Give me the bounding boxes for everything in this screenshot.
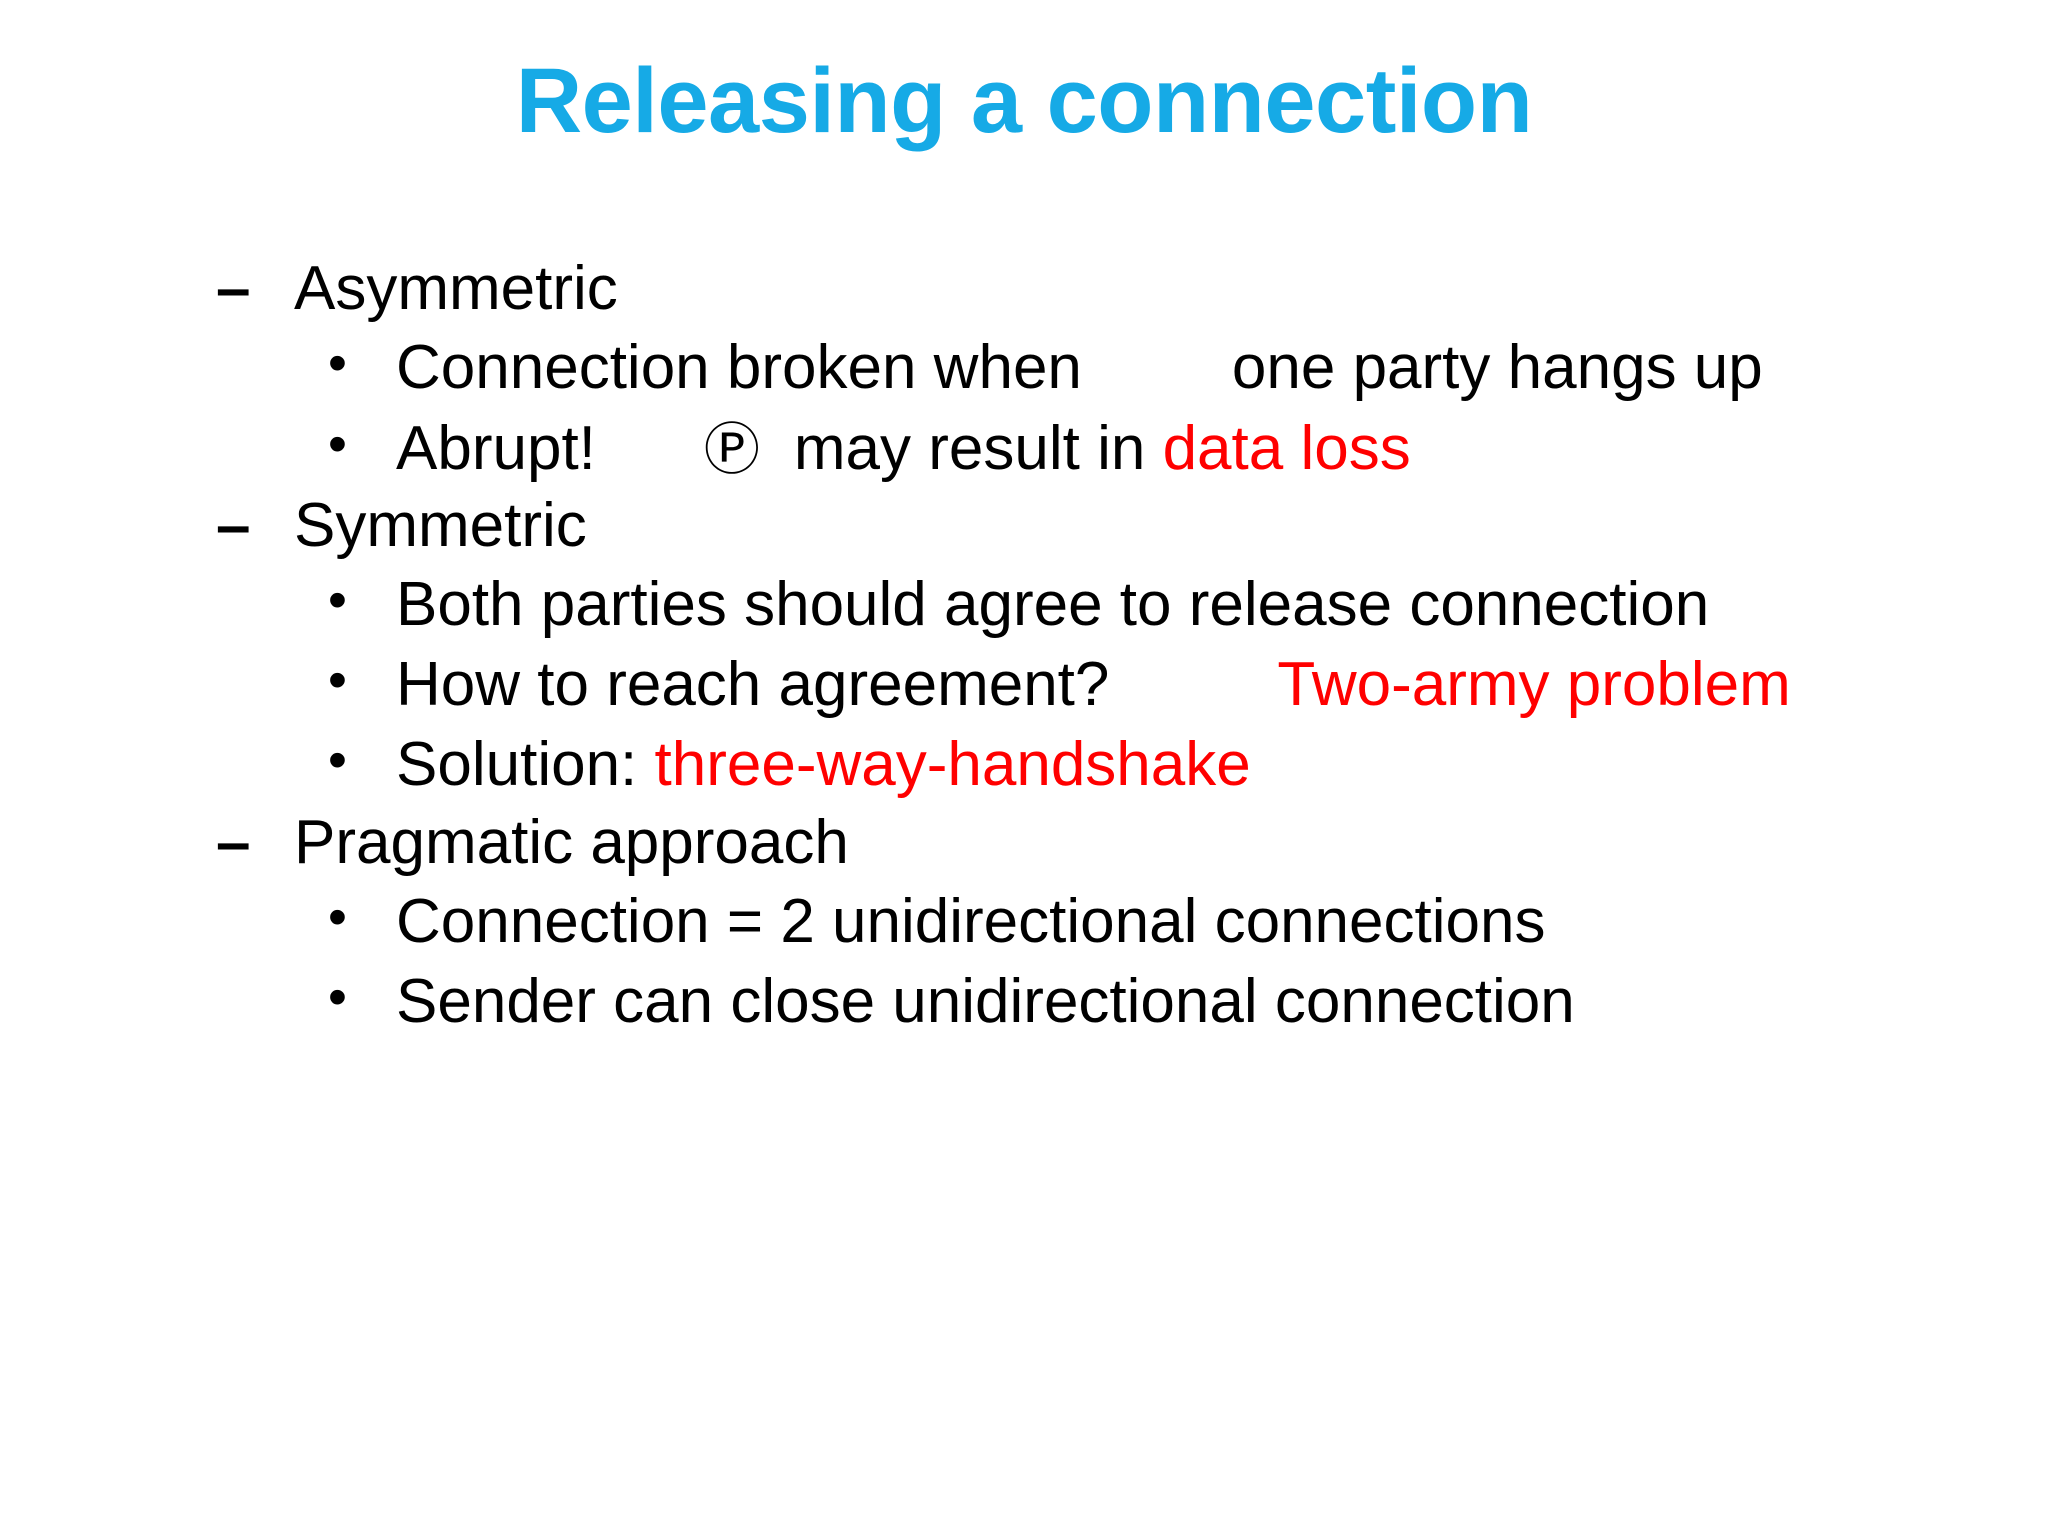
bullet-level1-asymmetric-label: Asymmetric (294, 254, 618, 323)
bullet-level1-pragmatic: – Pragmatic approach (216, 807, 2006, 877)
bullet-text-reach-agreement: How to reach agreement? (396, 650, 1110, 720)
bullet-level1-symmetric: – Symmetric (216, 490, 2006, 560)
bullet-text-two-army-problem: Two-army problem (1277, 650, 1791, 720)
bullet-text-solution: Solution: (396, 730, 655, 800)
bullet-level1-symmetric-label: Symmetric (294, 490, 587, 560)
dash-bullet-icon: – (216, 490, 251, 560)
slide-body-content: – Asymmetric • Connection broken when one… (216, 246, 2006, 1046)
bullet-level2-connection-broken: • Connection broken when one party hangs … (216, 333, 2006, 403)
bullet-text-sender-close: Sender can close unidirectional connecti… (396, 967, 1575, 1037)
bullet-text-both-parties: Both parties should agree to release con… (396, 570, 1710, 640)
bullet-level1-asymmetric: – Asymmetric (216, 254, 2006, 323)
dot-bullet-icon: • (328, 413, 347, 474)
bullet-level2-sender-close: • Sender can close unidirectional connec… (216, 967, 2006, 1037)
dash-bullet-icon: – (216, 254, 251, 323)
bullet-level1-pragmatic-label: Pragmatic approach (294, 807, 849, 877)
bullet-text-abrupt-mid: may result in (793, 413, 1163, 483)
bullet-level2-connection-equals: • Connection = 2 unidirectional connecti… (216, 886, 2006, 956)
page-title: Releasing a connection (515, 50, 1533, 152)
dot-bullet-icon: • (328, 967, 347, 1028)
dot-bullet-icon: • (328, 570, 347, 631)
dot-bullet-icon: • (328, 333, 347, 394)
bullet-text-data-loss: data loss (1162, 413, 1411, 483)
bullet-text-abrupt: Abrupt! (396, 413, 596, 483)
bullet-text-connection-equals: Connection = 2 unidirectional connection… (396, 886, 1546, 956)
circled-p-icon: Ⓟ (703, 417, 760, 483)
dash-bullet-icon: – (216, 807, 251, 877)
bullet-level2-solution: • Solution: three-way-handshake (216, 730, 2006, 800)
dot-bullet-icon: • (328, 886, 347, 947)
dot-bullet-icon: • (328, 730, 347, 791)
bullet-text-connection-broken-cont: one party hangs up (1231, 333, 1763, 403)
bullet-level2-reach-agreement: • How to reach agreement? Two-army proble… (216, 650, 2006, 720)
dot-bullet-icon: • (328, 650, 347, 711)
bullet-level2-both-parties: • Both parties should agree to release c… (216, 570, 2006, 640)
bullet-text-three-way-handshake: three-way-handshake (654, 730, 1251, 800)
bullet-text-connection-broken: Connection broken when (396, 333, 1082, 403)
